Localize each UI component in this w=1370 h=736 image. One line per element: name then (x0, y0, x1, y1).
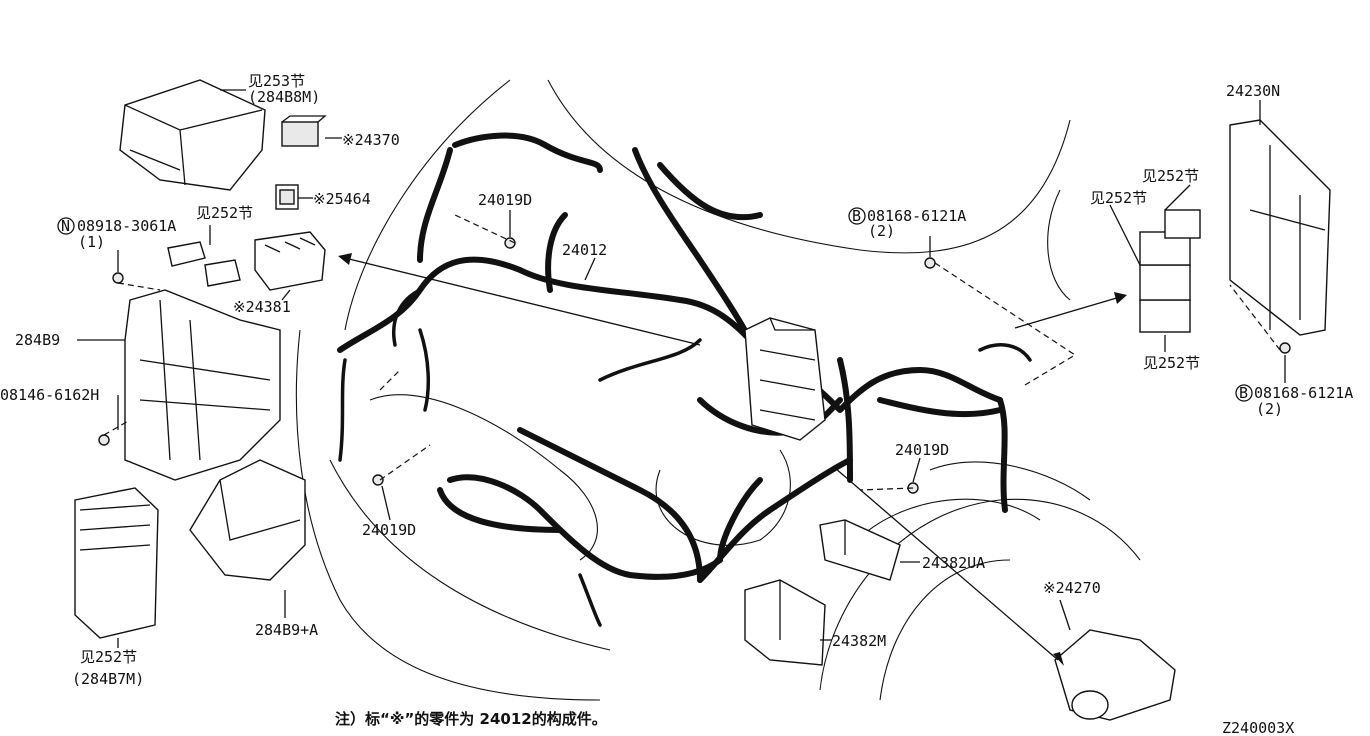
part-24270-protector (1054, 629, 1176, 721)
label-25464: ※25464 (313, 190, 371, 208)
footnote: 注）标“※”的零件为 24012的构成件。 (335, 710, 607, 728)
label-24012: 24012 (562, 241, 607, 259)
label-ref-252-bottom: 见252节 (80, 648, 137, 666)
part-right-relays (1139, 209, 1201, 333)
label-24230n: 24230N (1226, 82, 1280, 100)
circle-b-symbol-right: B (1239, 384, 1248, 402)
label-24270: ※24270 (1043, 579, 1101, 597)
label-ref-252-bottom-code: (284B7M) (72, 670, 144, 688)
label-24370: ※24370 (342, 131, 400, 149)
part-24230n-bracket (1229, 119, 1331, 336)
label-ref-252-r1: 见252节 (1142, 167, 1199, 185)
part-24382m (744, 579, 826, 666)
label-bolt-08168-top: 08168-6121A (867, 207, 966, 225)
label-bolt-08918: 08918-3061A (77, 217, 176, 235)
label-bolt-08168-right: 08168-6121A (1254, 384, 1353, 402)
part-ecm-module (74, 487, 159, 639)
label-24019d-top: 24019D (478, 191, 532, 209)
part-24370-fuse (281, 115, 327, 147)
label-bolt-08168-right-qty: (2) (1256, 400, 1283, 418)
junction-box-center (744, 317, 826, 441)
circle-n-symbol: N (61, 217, 70, 235)
label-ref-253-code: (284B8M) (248, 88, 320, 106)
part-24381-block (254, 231, 326, 291)
label-284b9a: 284B9+A (255, 621, 318, 639)
label-24381: ※24381 (233, 298, 291, 316)
label-ref-253: 见253节 (248, 72, 305, 90)
bolt-icons (98, 237, 1291, 494)
part-small-fuses (167, 241, 241, 287)
label-bolt-08918-qty: (1) (78, 233, 105, 251)
circled-symbols: N B B (57, 207, 1253, 402)
label-24382m: 24382M (832, 632, 886, 650)
fuse-block-cover (119, 79, 266, 191)
dashed-reference-lines (103, 214, 1281, 491)
part-24382ua (819, 519, 901, 581)
label-bolt-08168-top-qty: (2) (868, 222, 895, 240)
vehicle-body-outline (295, 79, 1141, 701)
circle-b-symbol-top: B (852, 207, 861, 225)
label-24019d-bottom: 24019D (362, 521, 416, 539)
label-ref-252-r3: 见252节 (1143, 354, 1200, 372)
label-24382ua: 24382UA (922, 554, 985, 572)
diagram-code: Z240003X (1222, 719, 1294, 736)
part-284b9-box (124, 289, 281, 481)
part-25464-relay (275, 184, 299, 210)
label-284b9: 284B9 (15, 331, 60, 349)
leader-lines (77, 89, 1286, 648)
part-labels: 见253节 (284B8M) ※24370 ※25464 见252节 08918… (0, 72, 1353, 736)
part-284b9a-tray (189, 459, 306, 581)
pointer-arrows (338, 253, 1127, 666)
label-24019d-right: 24019D (895, 441, 949, 459)
label-ref-252-top: 见252节 (196, 204, 253, 222)
label-bolt-08146: 08146-6162H (0, 386, 99, 404)
label-ref-252-r2: 见252节 (1090, 189, 1147, 207)
